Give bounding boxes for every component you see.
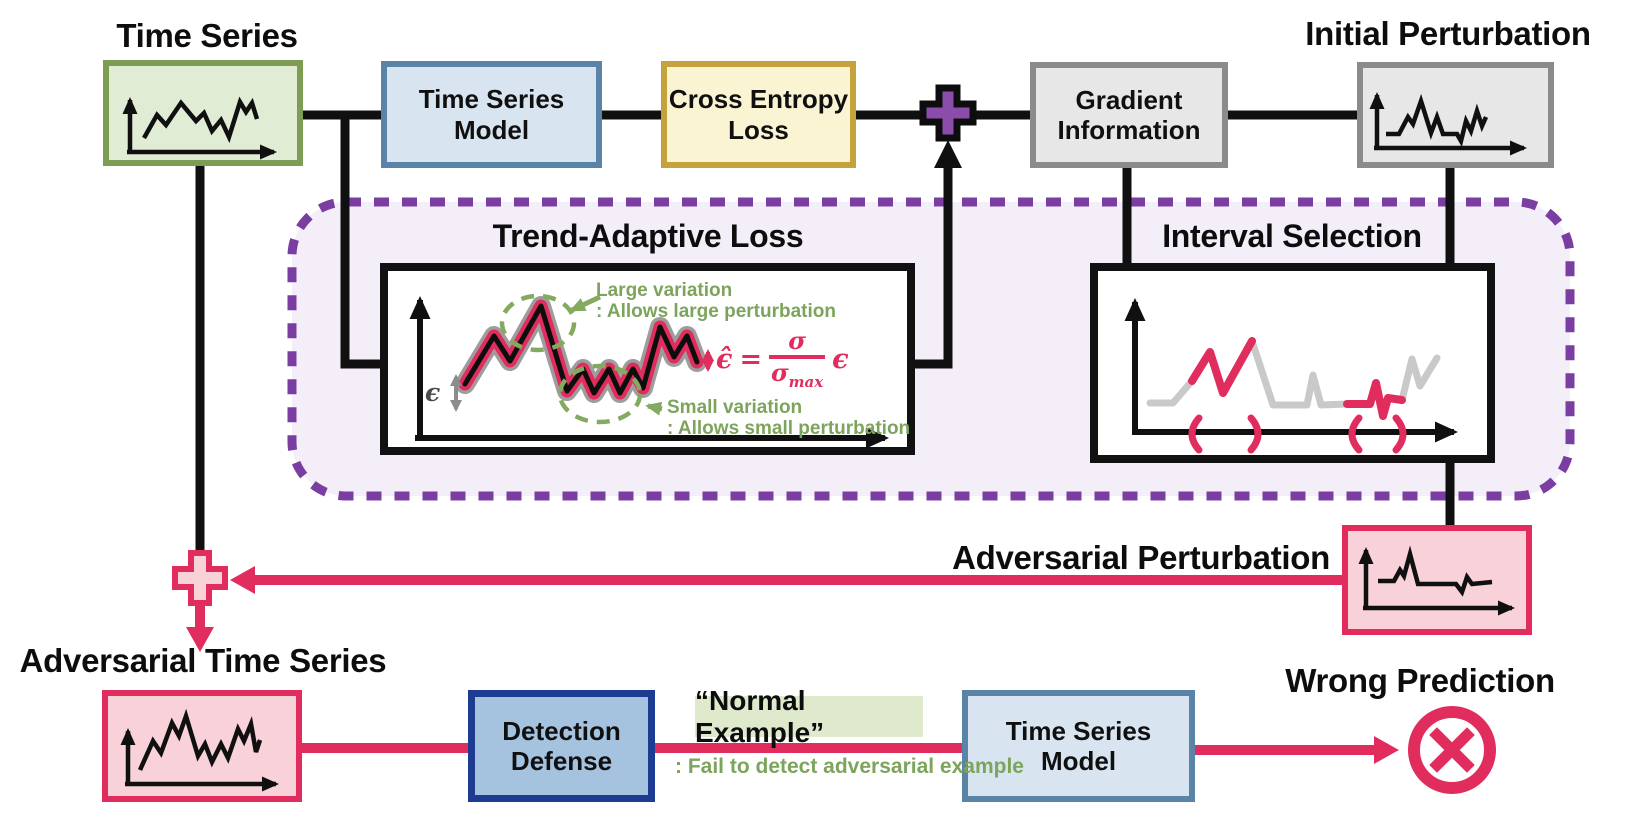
equals-sign: = [739, 343, 763, 375]
up-arrowhead [934, 140, 962, 168]
trend-loss-to-plus [910, 164, 953, 369]
normal-example-badge: “Normal Example” [695, 685, 923, 748]
plus-combine-icon-pink [172, 550, 228, 606]
epsilon-label: ϵ [425, 378, 441, 407]
small-variation-desc: : Allows small perturbation [667, 418, 911, 439]
right-arrowhead [1374, 736, 1399, 764]
initial-perturbation-title: Initial Perturbation [1305, 15, 1591, 52]
time-series-node [103, 60, 303, 166]
fraction-bar [769, 355, 826, 359]
time-series-model-bottom-node: Time Series Model [962, 690, 1195, 802]
interval-selection-panel [1090, 263, 1495, 463]
left-arrowhead [230, 566, 255, 594]
time-series-title: Time Series [116, 17, 298, 54]
adversarial-time-series-node [102, 690, 302, 802]
gradient-information-node: Gradient Information [1030, 62, 1228, 168]
epsilon-hat: ϵ̂ [716, 343, 733, 375]
trend-adaptive-loss-title: Trend-Adaptive Loss [492, 218, 804, 254]
interval-selection-title: Interval Selection [1162, 218, 1422, 254]
adversarial-time-series-title: Adversarial Time Series [19, 642, 387, 679]
x-circle-icon [1408, 706, 1496, 794]
epsilon-factor: ϵ [832, 343, 849, 375]
large-variation-label: Large variation [596, 280, 733, 301]
adversarial-perturbation-title: Adversarial Perturbation [952, 539, 1330, 576]
small-variation-label: Small variation [667, 397, 803, 418]
wrong-prediction-title: Wrong Prediction [1285, 662, 1555, 699]
initial-perturbation-node [1357, 62, 1554, 168]
cross-entropy-loss-node: Cross Entropy Loss [661, 61, 856, 168]
time-series-model-top-node: Time Series Model [381, 61, 602, 168]
sigma-fraction: σ σmax [769, 326, 826, 391]
trend-adaptive-formula: ϵ̂ = σ σmax ϵ [716, 329, 849, 390]
detection-defense-node: Detection Defense [468, 690, 655, 802]
plus-combine-icon [919, 84, 977, 142]
large-variation-desc: : Allows large perturbation [596, 301, 836, 322]
adversarial-perturbation-node [1342, 525, 1532, 635]
fail-to-detect-note: : Fail to detect adversarial example [675, 755, 1024, 778]
